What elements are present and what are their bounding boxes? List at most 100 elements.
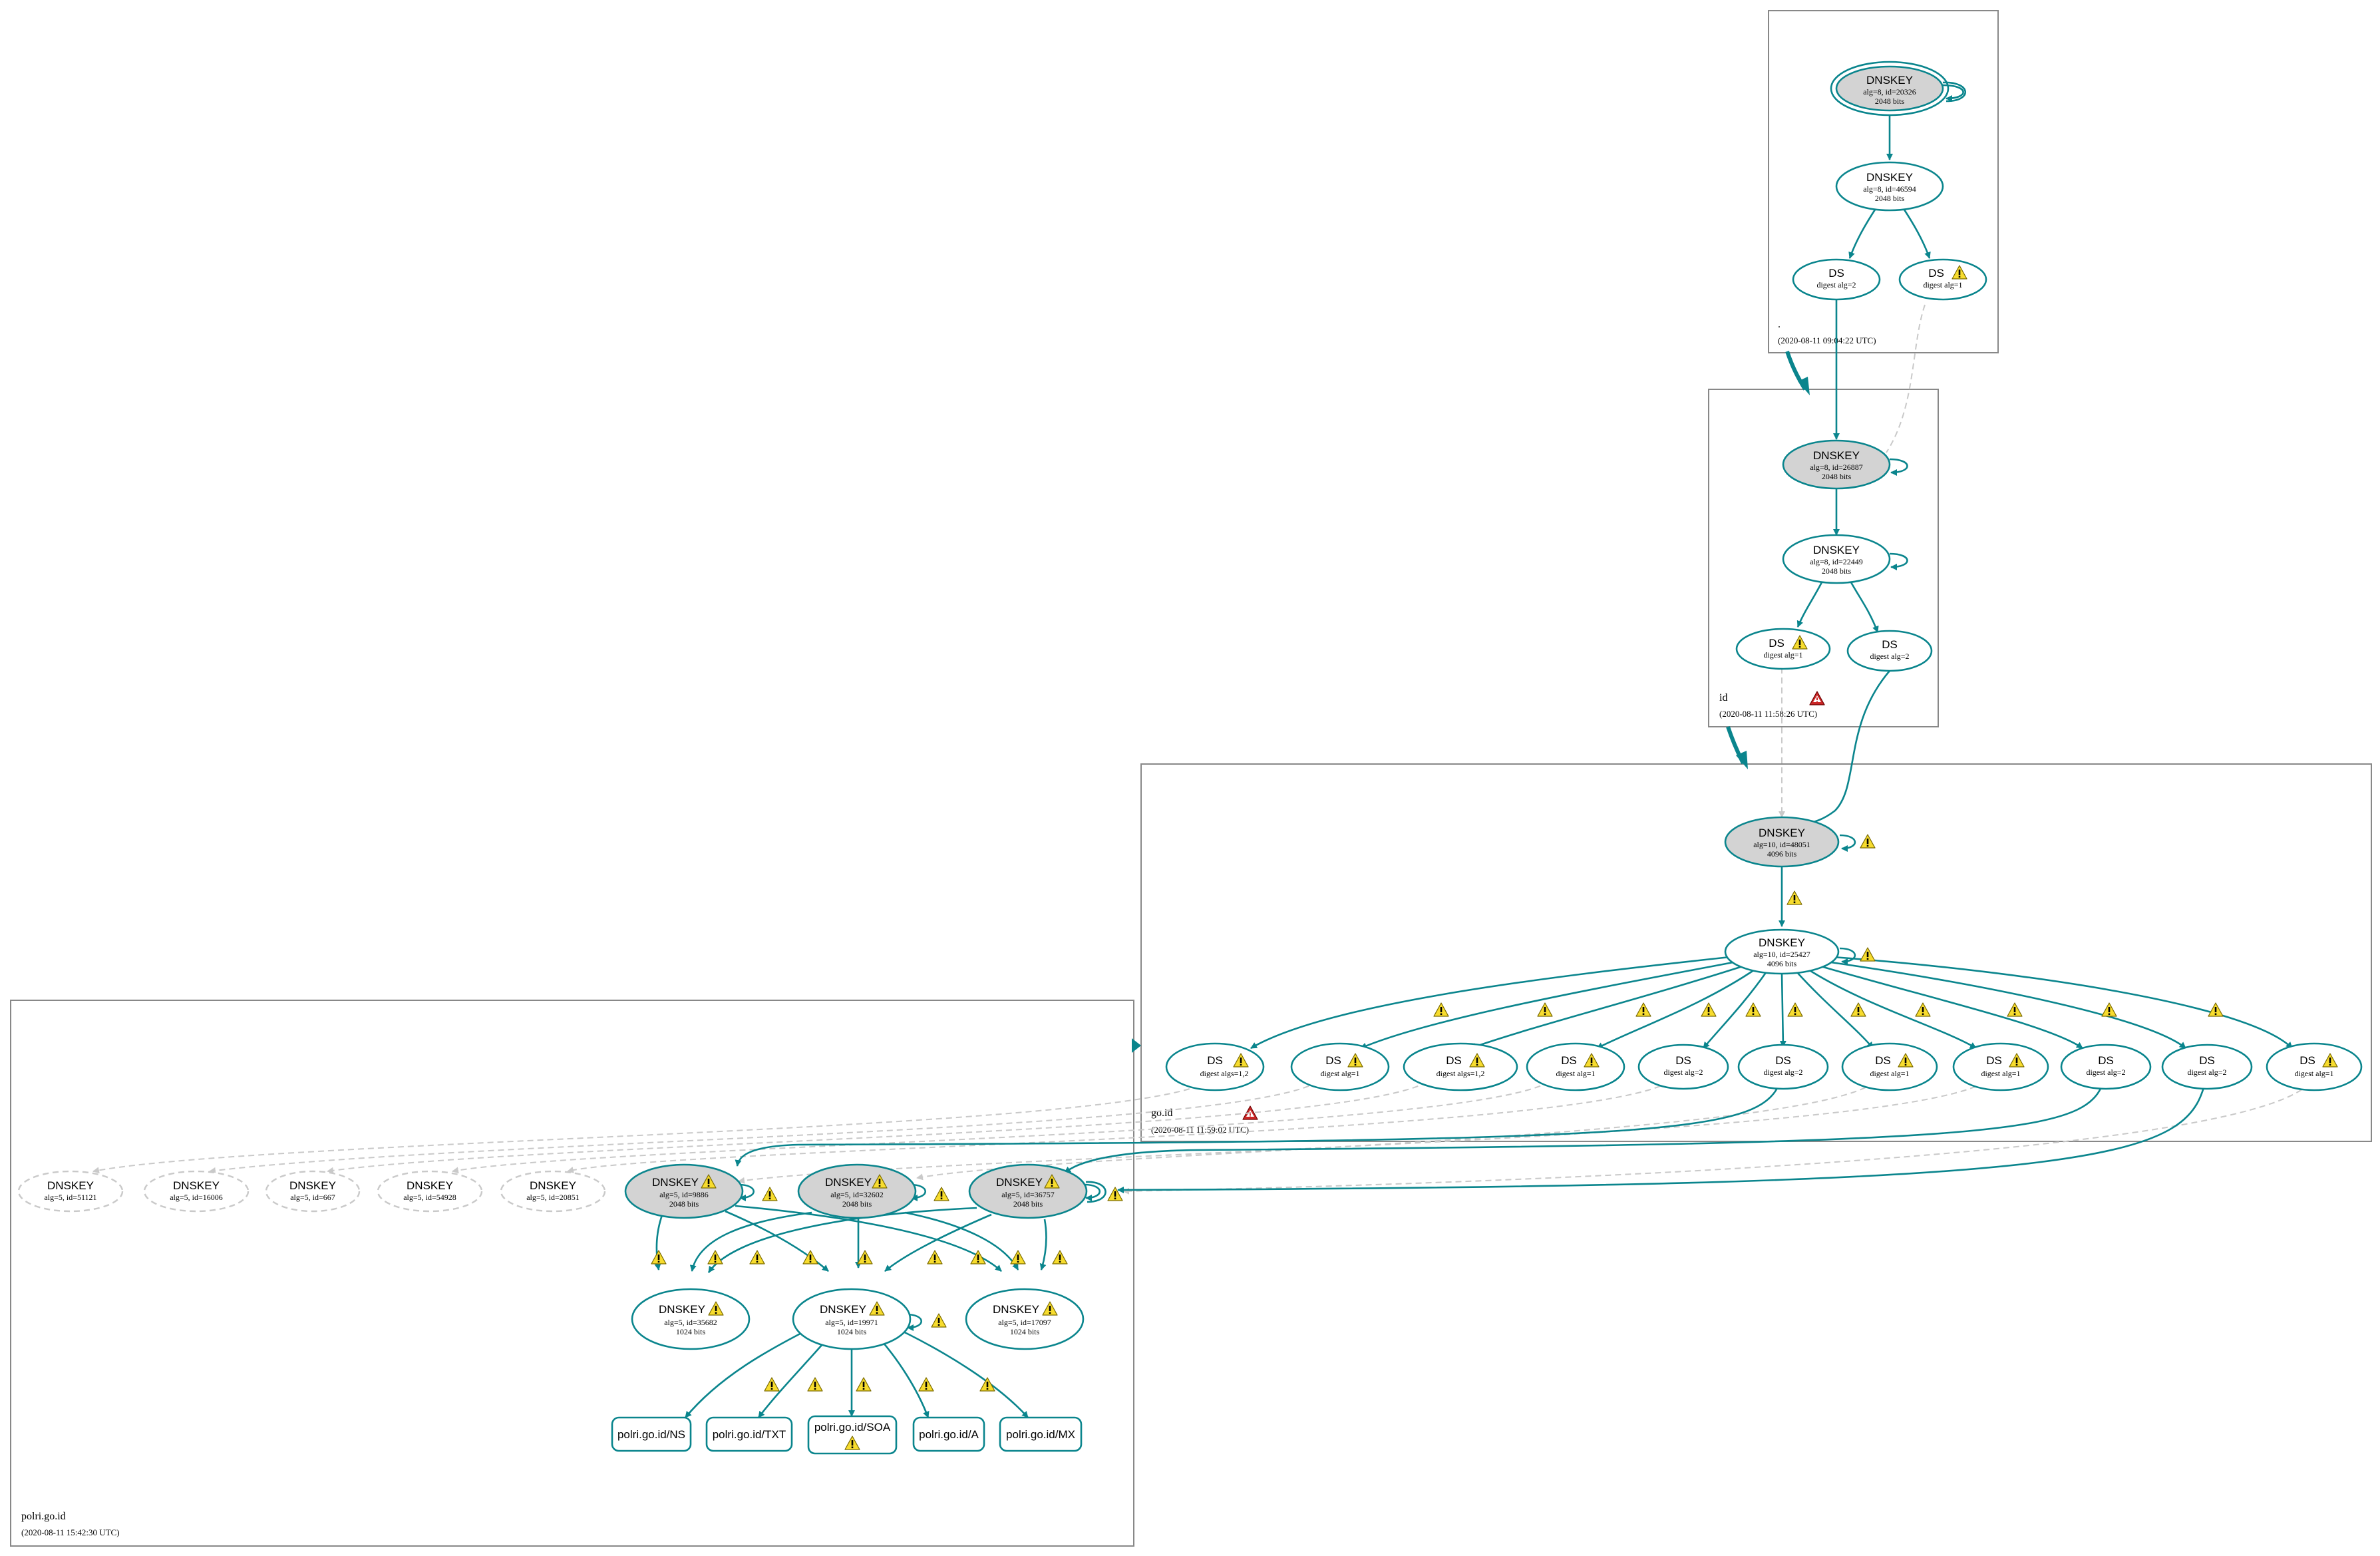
dnskey-node-19971[interactable]: DNSKEY alg=5, id=19971 1024 bits [792, 1288, 912, 1350]
node-shape [792, 1288, 912, 1350]
warning-icon[interactable] [927, 1250, 943, 1264]
node-line1: digest alg=2 [2086, 1068, 2125, 1077]
dnskey-node-35682[interactable]: DNSKEY alg=5, id=35682 1024 bits [631, 1288, 751, 1350]
warning-icon[interactable] [807, 1377, 823, 1392]
dnskey-node-36757[interactable]: DNSKEY alg=5, id=36757 2048 bits [968, 1163, 1088, 1219]
dnskey-node-26887[interactable]: DNSKEY alg=8, id=26887 2048 bits [1782, 439, 1891, 490]
warning-icon[interactable] [762, 1187, 778, 1201]
node-title: DNSKEY [1813, 544, 1860, 556]
dnskey-missing-667[interactable]: DNSKEY alg=5, id=667 [265, 1170, 361, 1213]
ds-node-goid-5[interactable]: DS digest alg=2 [1637, 1044, 1729, 1090]
edge-p-k3-to-z1 [707, 1207, 977, 1273]
warning-icon[interactable] [931, 1313, 947, 1328]
ds-node-goid-3[interactable]: DS digest algs=1,2 [1403, 1042, 1518, 1091]
edge-g-k2-to-ds11 [1832, 956, 2293, 1049]
node-line1: digest alg=2 [1870, 652, 1909, 661]
node-title: DS [1986, 1054, 2002, 1067]
warning-icon[interactable] [856, 1377, 872, 1392]
warning-icon[interactable] [2007, 1002, 2023, 1017]
warning-icon[interactable] [1052, 1250, 1068, 1264]
warning-icon[interactable] [1701, 1002, 1717, 1017]
node-line1: alg=5, id=9886 [659, 1190, 709, 1199]
warning-icon[interactable] [1010, 1250, 1026, 1264]
warning-icon[interactable] [2101, 1002, 2117, 1017]
ds-node-goid-4[interactable]: DS digest alg=1 [1526, 1042, 1625, 1091]
edge-i-k2-to-i-ds2 [1850, 582, 1879, 633]
warning-icon[interactable] [1537, 1002, 1553, 1017]
rrset-soa[interactable]: polri.go.id/SOA [807, 1415, 898, 1455]
node-title: DS [1928, 267, 1944, 280]
edge-g-k2-to-ds4 [1596, 967, 1757, 1050]
zone-polri-label: polri.go.id [21, 1511, 66, 1522]
zone-polri-box [10, 1000, 1134, 1547]
ds-node-id-1[interactable]: DS digest alg=1 [1735, 628, 1831, 670]
ds-node-goid-10[interactable]: DS digest alg=2 [2161, 1044, 2253, 1090]
zone-root-label: . [1778, 319, 1781, 330]
ds-node-goid-6[interactable]: DS digest alg=2 [1737, 1044, 1829, 1090]
warning-icon[interactable] [1860, 947, 1876, 962]
dnskey-node-22449[interactable]: DNSKEY alg=8, id=22449 2048 bits [1782, 534, 1891, 584]
node-shape [1724, 816, 1840, 868]
warning-icon[interactable] [764, 1377, 780, 1392]
ds-node-root-2[interactable]: DS digest alg=1 [1898, 258, 1987, 301]
edge-g-k2-to-ds9 [1816, 964, 2083, 1050]
node-title: DS [2299, 1054, 2315, 1067]
warning-icon[interactable] [918, 1377, 934, 1392]
dnskey-missing-20851[interactable]: DNSKEY alg=5, id=20851 [500, 1170, 606, 1213]
zone-id-timestamp: (2020-08-11 11:58:26 UTC) [1719, 709, 1817, 719]
warning-icon[interactable] [1745, 1002, 1761, 1017]
node-shape [1782, 439, 1891, 490]
warning-icon[interactable] [1787, 1002, 1803, 1017]
node-line1: alg=5, id=51121 [44, 1193, 96, 1202]
warning-icon[interactable] [1860, 834, 1876, 849]
zone-id-error-icon[interactable] [1809, 691, 1825, 705]
ds-node-goid-8[interactable]: DS digest alg=1 [1952, 1042, 2049, 1091]
dashed-goid-ds3-to-missing [327, 1074, 1435, 1174]
node-title: DS [1882, 638, 1898, 651]
dnskey-node-25427[interactable]: DNSKEY alg=10, id=25427 4096 bits [1724, 928, 1840, 975]
warning-icon[interactable] [651, 1250, 667, 1264]
node-line2: 1024 bits [1010, 1327, 1040, 1336]
dnskey-missing-51121[interactable]: DNSKEY alg=5, id=51121 [17, 1170, 124, 1213]
dnskey-node-32602[interactable]: DNSKEY alg=5, id=32602 2048 bits [797, 1163, 917, 1219]
edge-i-k2-to-i-ds1 [1796, 582, 1823, 628]
warning-icon[interactable] [1786, 890, 1802, 905]
ds-node-goid-2[interactable]: DS digest alg=1 [1290, 1042, 1390, 1091]
dnskey-node-20326[interactable]: DNSKEY alg=8, id=20326 2048 bits [1830, 61, 1950, 116]
ds-node-goid-11[interactable]: DS digest alg=1 [2266, 1042, 2363, 1091]
dnskey-node-48051[interactable]: DNSKEY alg=10, id=48051 4096 bits [1724, 816, 1840, 868]
warning-icon[interactable] [707, 1250, 723, 1264]
dnskey-node-46594[interactable]: DNSKEY alg=8, id=46594 2048 bits [1835, 161, 1944, 212]
node-title: DNSKEY [996, 1176, 1043, 1189]
ds-node-goid-1[interactable]: DS digest algs=1,2 [1165, 1042, 1265, 1091]
node-line1: digest algs=1,2 [1437, 1069, 1485, 1078]
dnskey-node-17097[interactable]: DNSKEY alg=5, id=17097 1024 bits [965, 1288, 1085, 1350]
warning-icon[interactable] [2208, 1002, 2224, 1017]
edge-g-ds10-to-p-k3 [1117, 1074, 2208, 1193]
rrset-a[interactable]: polri.go.id/A [912, 1416, 985, 1452]
node-line2: 4096 bits [1767, 849, 1797, 859]
warning-icon[interactable] [857, 1250, 873, 1264]
warning-icon[interactable] [1915, 1002, 1931, 1017]
rrset-ns[interactable]: polri.go.id/NS [611, 1416, 692, 1452]
dashed-goid-ds5-to-missing [567, 1074, 1677, 1173]
warning-icon[interactable] [1635, 1002, 1651, 1017]
edge-g-k2-to-ds2 [1360, 960, 1737, 1050]
ds-node-goid-7[interactable]: DS digest alg=1 [1841, 1042, 1938, 1091]
node-shape [1403, 1042, 1518, 1091]
dnskey-missing-54928[interactable]: DNSKEY alg=5, id=54928 [377, 1170, 483, 1213]
warning-icon[interactable] [802, 1250, 818, 1264]
warning-icon[interactable] [934, 1187, 949, 1201]
node-shape [631, 1288, 751, 1350]
warning-icon[interactable] [749, 1250, 765, 1264]
warning-icon[interactable] [1433, 1002, 1449, 1017]
ds-node-id-2[interactable]: DS digest alg=2 [1846, 630, 1933, 672]
rrset-txt[interactable]: polri.go.id/TXT [705, 1416, 793, 1452]
rrset-mx[interactable]: polri.go.id/MX [999, 1416, 1083, 1452]
warning-icon[interactable] [979, 1377, 995, 1392]
dnskey-node-9886[interactable]: DNSKEY alg=5, id=9886 2048 bits [624, 1163, 744, 1219]
ds-node-root-1[interactable]: DS digest alg=2 [1792, 258, 1881, 301]
ds-node-goid-9[interactable]: DS digest alg=2 [2060, 1044, 2152, 1090]
warning-icon[interactable] [1850, 1002, 1866, 1017]
dnskey-missing-16006[interactable]: DNSKEY alg=5, id=16006 [143, 1170, 250, 1213]
